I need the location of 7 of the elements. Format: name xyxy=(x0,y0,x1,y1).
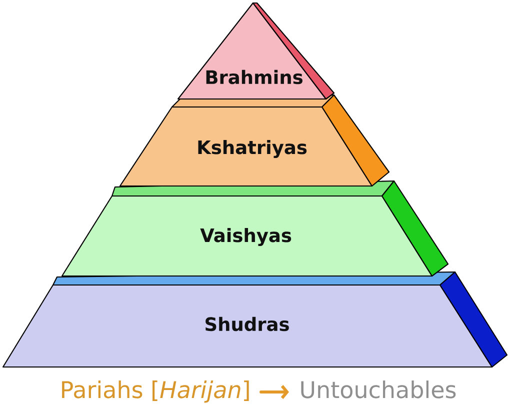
pyramid-layer: Shudras xyxy=(2,271,508,368)
pyramid-layer: Kshatriyas xyxy=(119,94,390,187)
term-label: Pariahs [Harijan] xyxy=(62,380,249,403)
pyramid-layer: Vaishyas xyxy=(61,180,449,277)
pyramid-top: Brahmins xyxy=(177,2,335,100)
term-label: Untouchables xyxy=(301,380,456,398)
arrow xyxy=(260,385,289,399)
